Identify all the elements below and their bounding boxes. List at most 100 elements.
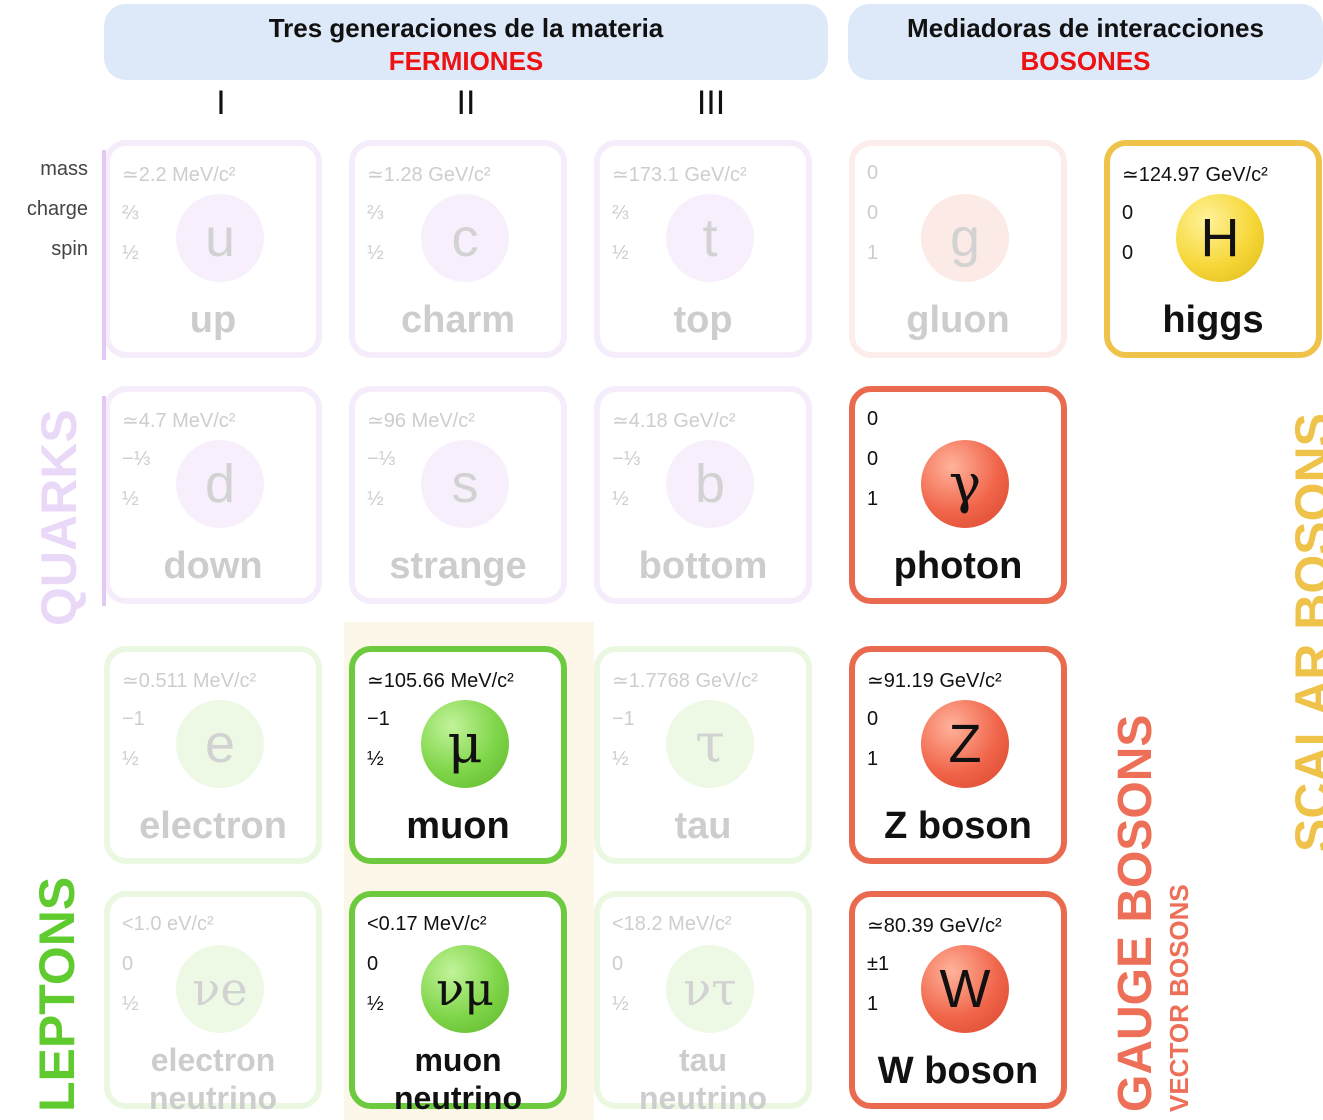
particle-symbol-circle: c	[421, 194, 509, 282]
particle-card-higgs[interactable]: ≃124.97 GeV/c² 0 0 H higgs	[1104, 140, 1322, 358]
mass-value: ≃105.66 MeV/c²	[367, 670, 514, 692]
particle-card-electron[interactable]: ≃0.511 MeV/c² −1 ½ e electron	[104, 646, 322, 864]
particle-symbol-circle: u	[176, 194, 264, 282]
particle-symbol: d	[204, 454, 236, 514]
mass-value: ≃0.511 MeV/c²	[122, 670, 257, 692]
charge-value: ⅔	[367, 202, 384, 224]
particle-symbol: W	[939, 959, 991, 1019]
particle-card-tau[interactable]: ≃1.7768 GeV/c² −1 ½ τ tau	[594, 646, 812, 864]
particle-symbol: τ	[695, 712, 725, 775]
gauge-bosons-label: GAUGE BOSONS	[1109, 714, 1162, 1112]
particle-card-photon[interactable]: 0 0 1 γ photon	[849, 386, 1067, 604]
spin-value: ½	[612, 242, 629, 264]
particle-name: photon	[893, 545, 1023, 587]
bosons-title: Mediadoras de interacciones	[907, 13, 1264, 43]
particle-symbol: s	[451, 454, 479, 514]
charge-value: −⅓	[122, 448, 151, 470]
charge-value: −1	[367, 708, 390, 730]
particle-card-top[interactable]: ≃173.1 GeV/c² ⅔ ½ t top	[594, 140, 812, 358]
particle-card-up[interactable]: ≃2.2 MeV/c² ⅔ ½ u up	[104, 140, 322, 358]
particle-symbol-circle: W	[921, 945, 1009, 1033]
spin-value: ½	[122, 488, 139, 510]
charge-value: −1	[612, 708, 635, 730]
particle-symbol: g	[949, 208, 981, 268]
particle-card-gluon[interactable]: 0 0 1 g gluon	[849, 140, 1067, 358]
mass-value: ≃91.19 GeV/c²	[867, 670, 1002, 692]
spin-value: ½	[367, 748, 384, 770]
particle-symbol: γ	[948, 452, 982, 515]
charge-value: 0	[867, 202, 879, 224]
mass-value: <0.17 MeV/c²	[367, 913, 487, 935]
spin-value: ½	[122, 993, 139, 1015]
particle-symbol: νe	[192, 962, 248, 1016]
particle-symbol-circle: τ	[666, 700, 754, 788]
particle-symbol-circle: μ	[421, 700, 509, 788]
particle-name-line: neutrino	[149, 1080, 277, 1116]
particle-card-muon[interactable]: ≃105.66 MeV/c² −1 ½ μ muon	[349, 646, 567, 864]
particle-name: bottom	[638, 545, 768, 587]
particle-symbol-circle: Z	[921, 700, 1009, 788]
mass-value: ≃2.2 MeV/c²	[122, 164, 236, 186]
charge-value: 0	[867, 708, 879, 730]
generation-2-label: II	[456, 84, 476, 122]
particle-name: charm	[400, 299, 516, 341]
charge-value: 0	[867, 448, 879, 470]
spin-value: 1	[867, 242, 879, 264]
charge-value: 0	[122, 953, 134, 975]
mass-value: ≃96 MeV/c²	[367, 410, 475, 432]
particle-symbol: u	[204, 208, 236, 268]
particle-symbol: b	[694, 454, 726, 514]
particle-symbol-circle: d	[176, 440, 264, 528]
particle-symbol-circle: g	[921, 194, 1009, 282]
charge-value: −⅓	[367, 448, 396, 470]
mass-value: 0	[867, 162, 879, 184]
spin-value: 1	[867, 748, 879, 770]
spin-value: ½	[122, 748, 139, 770]
leptons-label: LEPTONS	[29, 876, 85, 1112]
fermions-title: Tres generaciones de la materia	[268, 13, 664, 43]
bosons-subtitle: BOSONES	[1020, 46, 1151, 76]
spin-value: ½	[367, 488, 384, 510]
vector-bosons-label: VECTOR BOSONS	[1164, 884, 1194, 1112]
particle-symbol: μ	[447, 712, 483, 775]
particle-card-bottom[interactable]: ≃4.18 GeV/c² −⅓ ½ b bottom	[594, 386, 812, 604]
particle-name-line: muon	[414, 1042, 502, 1078]
particle-name: muon	[406, 805, 510, 847]
spin-value: 0	[1122, 242, 1134, 264]
particle-card-strange[interactable]: ≃96 MeV/c² −⅓ ½ s strange	[349, 386, 567, 604]
particle-name-line: tau	[679, 1042, 727, 1078]
particle-name-line: neutrino	[394, 1080, 522, 1116]
spin-value: ½	[367, 242, 384, 264]
particle-symbol: e	[204, 714, 236, 774]
spin-value: ½	[367, 993, 384, 1015]
particle-name: W boson	[877, 1050, 1039, 1092]
particle-symbol-circle: s	[421, 440, 509, 528]
scalar-bosons-label: SCALAR BOSONS	[1285, 413, 1323, 852]
mass-row-label: mass	[40, 158, 88, 180]
particle-card-charm[interactable]: ≃1.28 GeV/c² ⅔ ½ c charm	[349, 140, 567, 358]
charge-value: 0	[612, 953, 624, 975]
mass-value: <18.2 MeV/c²	[612, 913, 732, 935]
spin-value: ½	[612, 993, 629, 1015]
spin-value: 1	[867, 993, 879, 1015]
generation-1-label: I	[216, 84, 226, 122]
particle-name-line: electron	[150, 1042, 276, 1078]
spin-row-label: spin	[51, 238, 88, 260]
charge-value: −1	[122, 708, 145, 730]
charge-row-label: charge	[26, 198, 88, 220]
particle-card-w-boson[interactable]: ≃80.39 GeV/c² ±1 1 W W boson	[849, 891, 1067, 1109]
particle-name: tau	[674, 805, 732, 847]
particle-card-down[interactable]: ≃4.7 MeV/c² −⅓ ½ d down	[104, 386, 322, 604]
quark-strip	[102, 150, 106, 360]
particle-card-z-boson[interactable]: ≃91.19 GeV/c² 0 1 Z Z boson	[849, 646, 1067, 864]
particle-symbol: νμ	[436, 962, 494, 1016]
particle-symbol-circle: νe	[176, 945, 264, 1033]
particle-symbol: t	[702, 208, 718, 268]
particle-symbol: ντ	[683, 962, 737, 1016]
